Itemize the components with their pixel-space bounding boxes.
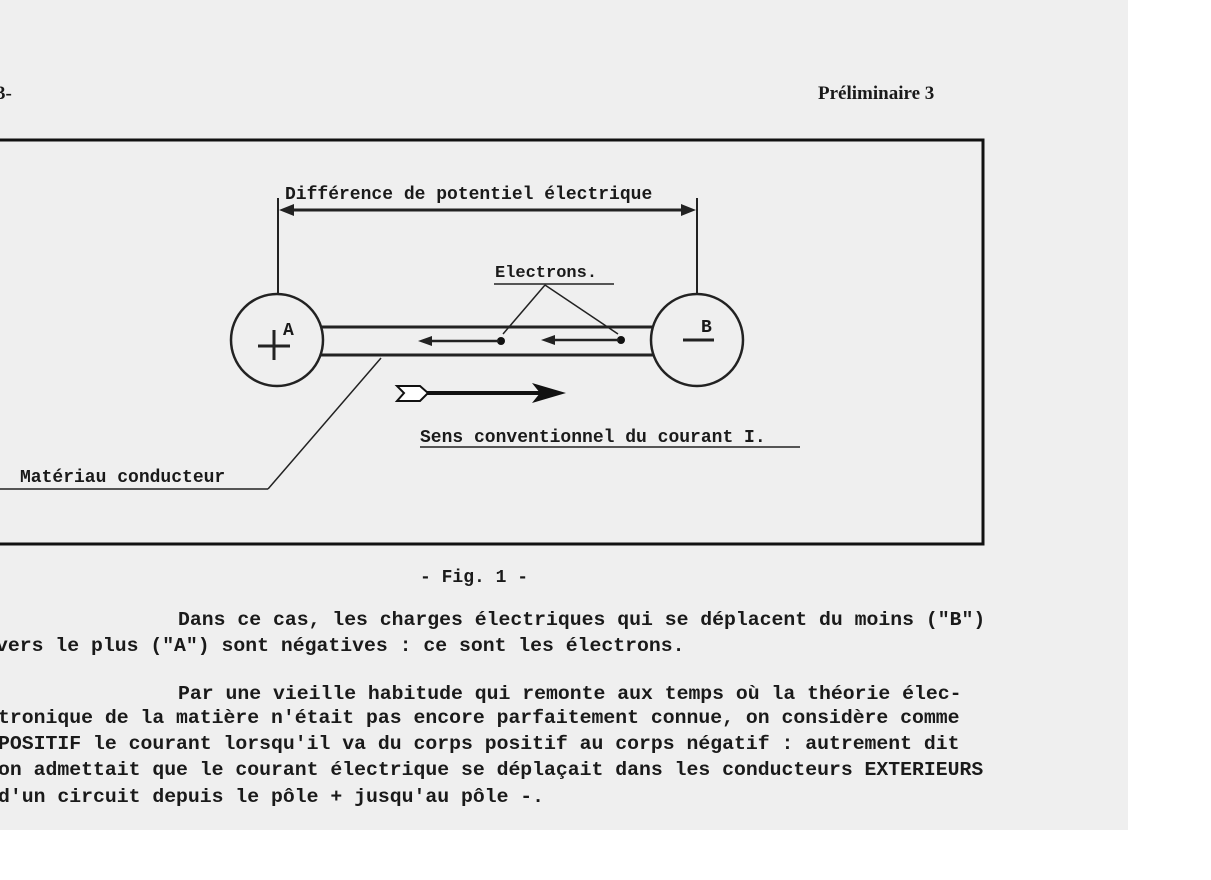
diagram-stroke <box>532 383 566 403</box>
current-label: Sens conventionnel du courant I. <box>420 428 766 448</box>
figure-caption: - Fig. 1 - <box>420 568 528 588</box>
paragraph1-line: vers le plus ("A") sont négatives : ce s… <box>0 635 685 657</box>
pole-a-circle <box>229 292 325 388</box>
pole-b-letter: B <box>701 318 712 338</box>
page-number-left: 3- <box>0 83 12 104</box>
page-header-right: Préliminaire 3 <box>818 83 935 104</box>
conductor-label: Matériau conducteur <box>20 468 225 488</box>
figure-frame <box>0 138 985 546</box>
arrowhead-left-icon <box>279 204 294 216</box>
electron-pointer <box>544 284 619 335</box>
current-direction-arrow-icon <box>394 383 566 403</box>
conductor-pointer <box>267 357 382 490</box>
potential-label: Différence de potentiel électrique <box>285 185 652 205</box>
paragraph2-line: POSITIF le courant lorsqu'il va du corps… <box>0 733 960 755</box>
paragraph2-line: on admettait que le courant électrique s… <box>0 759 984 781</box>
scanned-page <box>0 0 1128 830</box>
paragraph1-line: Dans ce cas, les charges électriques qui… <box>178 609 986 631</box>
electron-dot <box>617 336 625 344</box>
electron-dot <box>497 337 505 345</box>
arrowhead-right-icon <box>681 204 696 216</box>
electron-arrow-icon <box>418 336 432 346</box>
paragraph2-line: tronique de la matière n'était pas encor… <box>0 707 960 729</box>
pole-a-letter: A <box>283 321 294 341</box>
paragraph2-line: Par une vieille habitude qui remonte aux… <box>178 683 962 705</box>
electron-pointer <box>502 284 546 335</box>
diagram-stroke <box>394 385 430 402</box>
paragraph2-line: d'un circuit depuis le pôle + jusqu'au p… <box>0 786 545 808</box>
electron-arrow-icon <box>541 335 555 345</box>
electrons-label: Electrons. <box>495 264 597 283</box>
